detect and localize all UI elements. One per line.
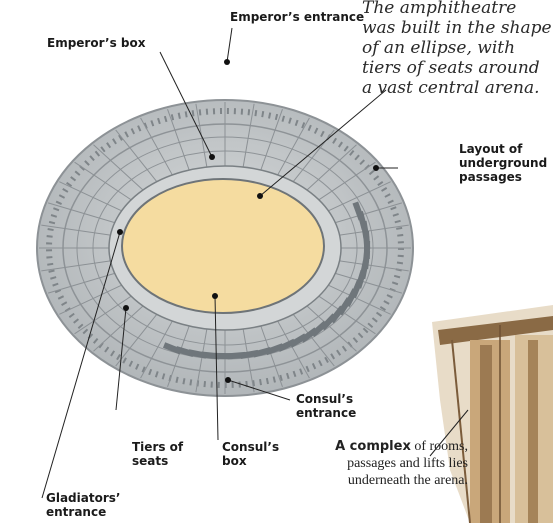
label-emperors-box: Emperor’s box bbox=[47, 36, 145, 50]
label-line: Consul’s bbox=[296, 392, 356, 406]
label-line: entrance bbox=[46, 505, 120, 519]
label-line: Layout of bbox=[459, 142, 547, 156]
intro-line: tiers of seats around bbox=[362, 58, 553, 78]
label-line: seats bbox=[132, 454, 183, 468]
intro-line: The amphitheatre bbox=[362, 0, 553, 18]
label-emperors-entrance: Emperor’s entrance bbox=[230, 10, 364, 24]
intro-line: was built in the shape bbox=[362, 18, 553, 38]
label-line: passages bbox=[459, 170, 547, 184]
intro-line: of an ellipse, with bbox=[362, 38, 553, 58]
label-line: entrance bbox=[296, 406, 356, 420]
label-tiers-of-seats: Tiers of seats bbox=[132, 440, 183, 468]
cutaway-illustration bbox=[432, 305, 553, 523]
caption-rest: of rooms, bbox=[411, 439, 468, 454]
amphitheatre-plan bbox=[37, 100, 413, 396]
label-underground-passages: Layout of underground passages bbox=[459, 142, 547, 184]
caption-line: passages and lifts lies bbox=[268, 455, 468, 472]
caption-complex: A complex of rooms, passages and lifts l… bbox=[268, 438, 468, 489]
label-line: underground bbox=[459, 156, 547, 170]
caption-bold: A complex bbox=[335, 439, 411, 454]
intro-text: The amphitheatre was built in the shape … bbox=[362, 0, 553, 98]
label-consuls-entrance: Consul’s entrance bbox=[296, 392, 356, 420]
caption-line: underneath the arena. bbox=[268, 472, 468, 489]
arena-floor bbox=[122, 179, 324, 313]
label-line: Tiers of bbox=[132, 440, 183, 454]
intro-line: a vast central arena. bbox=[362, 78, 553, 98]
label-line: Gladiators’ bbox=[46, 491, 120, 505]
label-gladiators-entrance: Gladiators’ entrance bbox=[46, 491, 120, 519]
